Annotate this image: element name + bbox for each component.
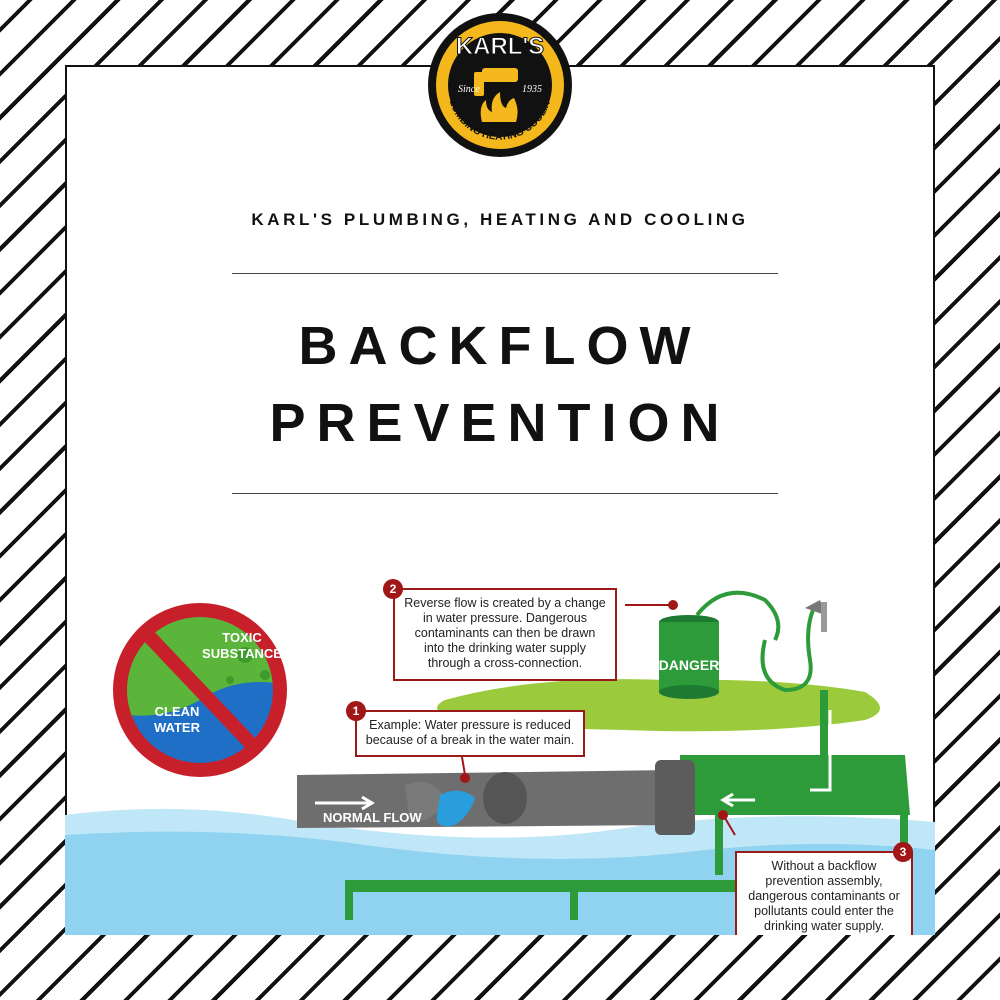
danger-drum bbox=[659, 622, 719, 692]
bottom-divider bbox=[232, 493, 778, 494]
water-label: WATER bbox=[154, 720, 201, 735]
riser-pipe bbox=[820, 690, 828, 760]
danger-label: DANGER bbox=[659, 657, 720, 673]
callout-2-text: Reverse flow is created by a change in w… bbox=[404, 596, 606, 670]
callout-2: Reverse flow is created by a change in w… bbox=[393, 588, 617, 681]
logo-year: 1935 bbox=[522, 84, 542, 95]
pipe-break bbox=[483, 772, 527, 824]
company-name: KARL'S PLUMBING, HEATING AND COOLING bbox=[251, 210, 749, 229]
logo-since: Since bbox=[458, 84, 480, 95]
callout-1: Example: Water pressure is reduced becau… bbox=[355, 710, 585, 757]
faucet bbox=[805, 600, 825, 615]
normal-flow-label: NORMAL FLOW bbox=[323, 810, 422, 825]
toxic-label: TOXIC bbox=[222, 630, 262, 645]
callout-1-number: 1 bbox=[346, 701, 366, 721]
hose bbox=[695, 590, 781, 641]
supply-pipe bbox=[680, 755, 910, 815]
karls-logo: KARL'S Since 1935 PLUMBING HEATING COOLI… bbox=[420, 10, 572, 157]
top-divider bbox=[232, 273, 778, 274]
logo-name: KARL'S bbox=[456, 33, 544, 60]
clean-label: CLEAN bbox=[155, 704, 200, 719]
title-line-1: BACKFLOW bbox=[298, 316, 702, 376]
callout-1-text: Example: Water pressure is reduced becau… bbox=[365, 718, 575, 747]
callout-2-number: 2 bbox=[383, 579, 403, 599]
prohibition-ring bbox=[113, 603, 287, 777]
callout-3: Without a backflow prevention assembly, … bbox=[735, 851, 913, 935]
water-leak bbox=[436, 790, 475, 827]
callout-3-number: 3 bbox=[893, 842, 913, 862]
callout-3-text: Without a backflow prevention assembly, … bbox=[748, 859, 900, 933]
substance-label: SUBSTANCE bbox=[202, 646, 282, 661]
title-line-2: PREVENTION bbox=[269, 393, 731, 453]
prohibition-slash bbox=[139, 627, 261, 753]
